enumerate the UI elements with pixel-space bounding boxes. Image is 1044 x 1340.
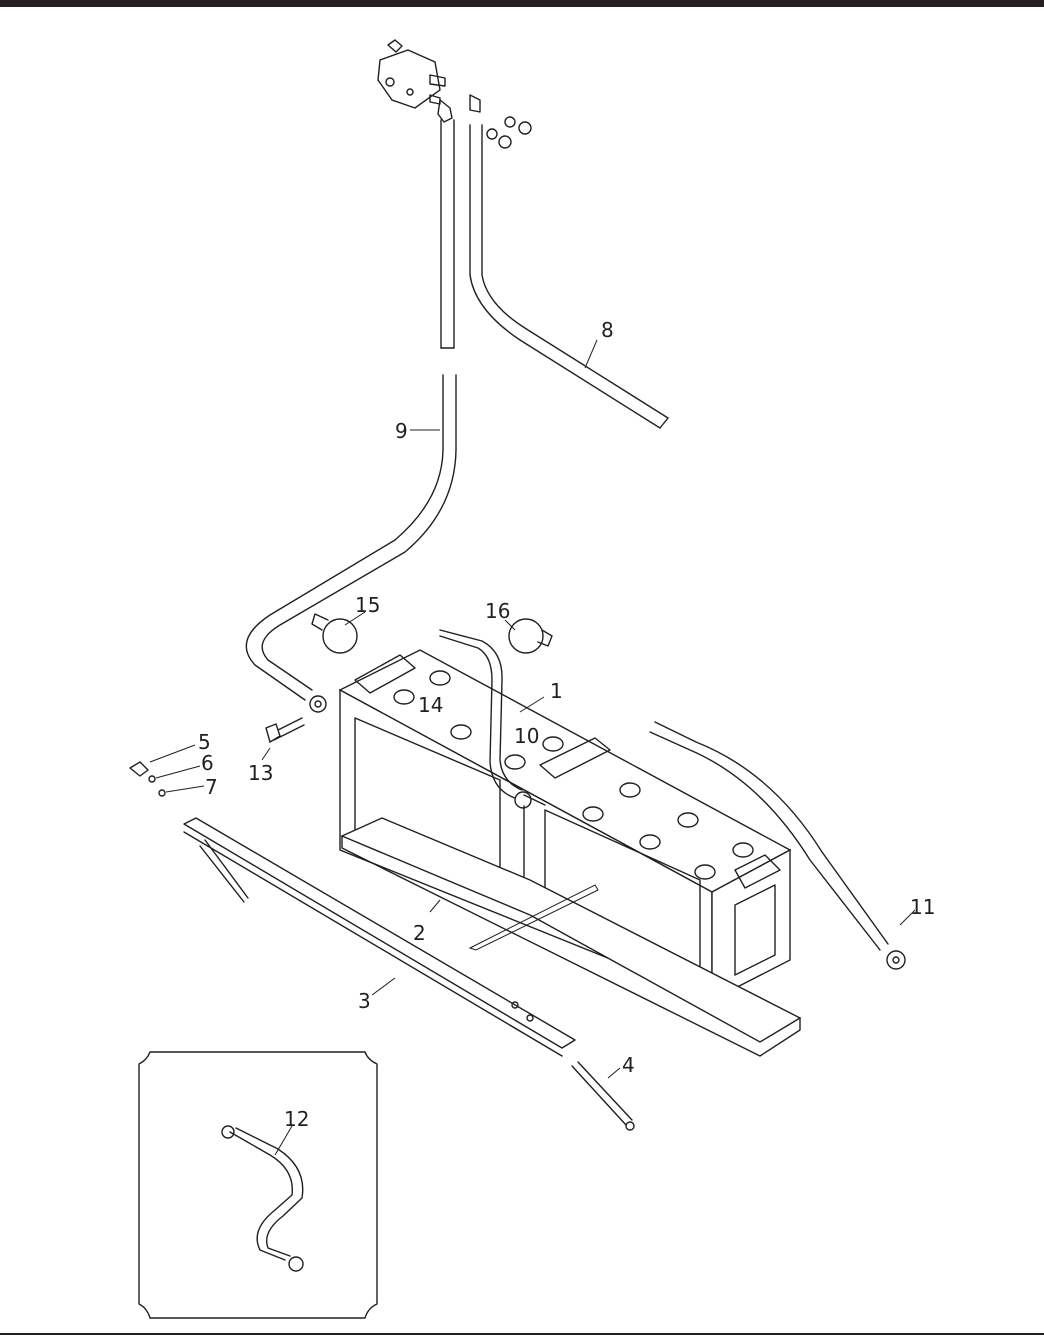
callout-12: 12 bbox=[284, 1107, 309, 1131]
callout-6: 6 bbox=[201, 751, 214, 775]
callout-10: 10 bbox=[514, 724, 539, 748]
bolt-13 bbox=[266, 718, 304, 742]
inset-box bbox=[139, 1052, 377, 1318]
cable-12 bbox=[222, 1126, 303, 1271]
callout-13: 13 bbox=[248, 761, 273, 785]
terminal-cap-15 bbox=[312, 614, 357, 653]
callout-8: 8 bbox=[601, 318, 614, 342]
hardware-5-6-7 bbox=[130, 762, 165, 796]
callout-15: 15 bbox=[355, 593, 380, 617]
callout-2: 2 bbox=[413, 921, 426, 945]
cable-8 bbox=[470, 125, 668, 428]
cable-9-upper bbox=[441, 120, 454, 348]
callout-7: 7 bbox=[205, 775, 218, 799]
terminal-cap-16 bbox=[509, 619, 552, 653]
callout-11: 11 bbox=[910, 895, 935, 919]
callout-4: 4 bbox=[622, 1053, 635, 1077]
callout-9: 9 bbox=[395, 419, 408, 443]
callout-1: 1 bbox=[550, 679, 563, 703]
callout-14: 14 bbox=[418, 693, 443, 717]
callout-3: 3 bbox=[358, 989, 371, 1013]
battery-1 bbox=[340, 650, 790, 1000]
callout-16: 16 bbox=[485, 599, 510, 623]
